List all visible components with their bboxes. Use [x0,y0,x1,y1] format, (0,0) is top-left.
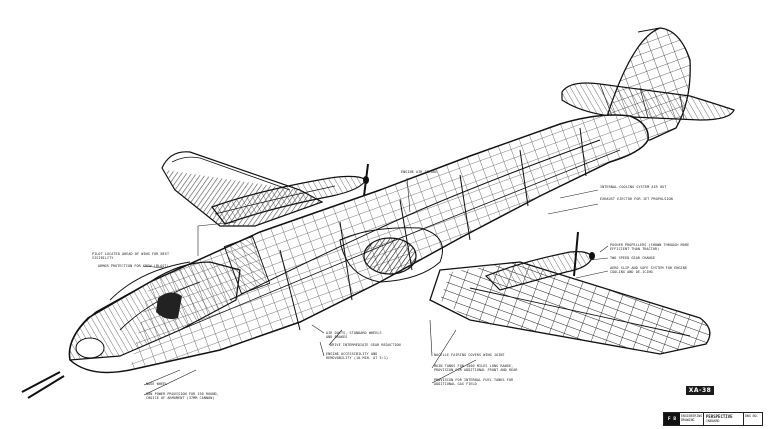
callout-nacelle-fairing: NACELLE FAIRING COVERS WING JOINT [434,353,505,357]
starboard-wing [429,261,711,355]
tail-assembly [561,27,735,141]
title-block-subtitle: INBOARD [706,419,720,423]
callout-air-ducts: AIR DUCTS, STANDARD WHEELS AND BRAKES [326,331,382,340]
drawing-title-block: F B ENGINEERING DRAWING PERSPECTIVE INBO… [663,412,763,426]
cockpit-nose [21,261,241,399]
callout-aero-slip-seal: AERO SLIP AND SAFE SYSTEM FOR ENGINE COO… [610,266,688,275]
callout-engine-air-intake: ENGINE AIR INTAKE [401,170,438,174]
title-block-main-cell: PERSPECTIVE INBOARD [704,413,744,425]
callout-armor-protection: ARMOR PROTECTION FOR CREW (BLAST) [98,264,169,268]
callout-main-tanks: MAIN TANKS FOR 1500 MILES LONG RANGE, PR… [434,364,518,373]
callout-exhaust-ejector: EXHAUST EJECTOR FOR JET PROPULSION [600,197,673,201]
callout-internal-cooling: INTERNAL COOLING SYSTEM AIR OUT [600,185,667,189]
callout-two-speed-gear: TWO SPEED GEAR CHANGE [610,256,655,260]
callout-provision-internal: PROVISION FOR INTERNAL FUEL TANKS FOR AD… [434,378,514,387]
callout-drive-intermediate: DRIVE INTERMEDIATE GEAR REDUCTION [330,343,401,347]
port-engine-nacelle [211,163,369,225]
title-block-left-cell: ENGINEERING DRAWING [680,413,704,425]
callout-pilot-location: PILOT LOCATED AHEAD OF WING FOR BEST VIS… [92,252,170,261]
callout-gun-provision: GUN POWER PROVISION FOR 150 ROUND, CHOIC… [146,392,219,401]
title-block-logo: F B [664,413,680,425]
starboard-engine-nacelle [484,231,595,291]
callout-pusher-propellers: PUSHER PROPELLERS (SHOWN THROUGH MORE EF… [610,243,690,252]
callout-leader-lines [142,177,609,396]
callout-engine-accessibility: ENGINE ACCESSIBILITY AND REMOVABILITY (1… [326,352,389,361]
callout-nose-wheel: NOSE WHEEL [146,382,168,386]
title-block-right-cell: DWG NO. [745,414,759,418]
model-designation-tag: XA-38 [686,386,714,395]
title-block-title: PERSPECTIVE [706,414,733,419]
